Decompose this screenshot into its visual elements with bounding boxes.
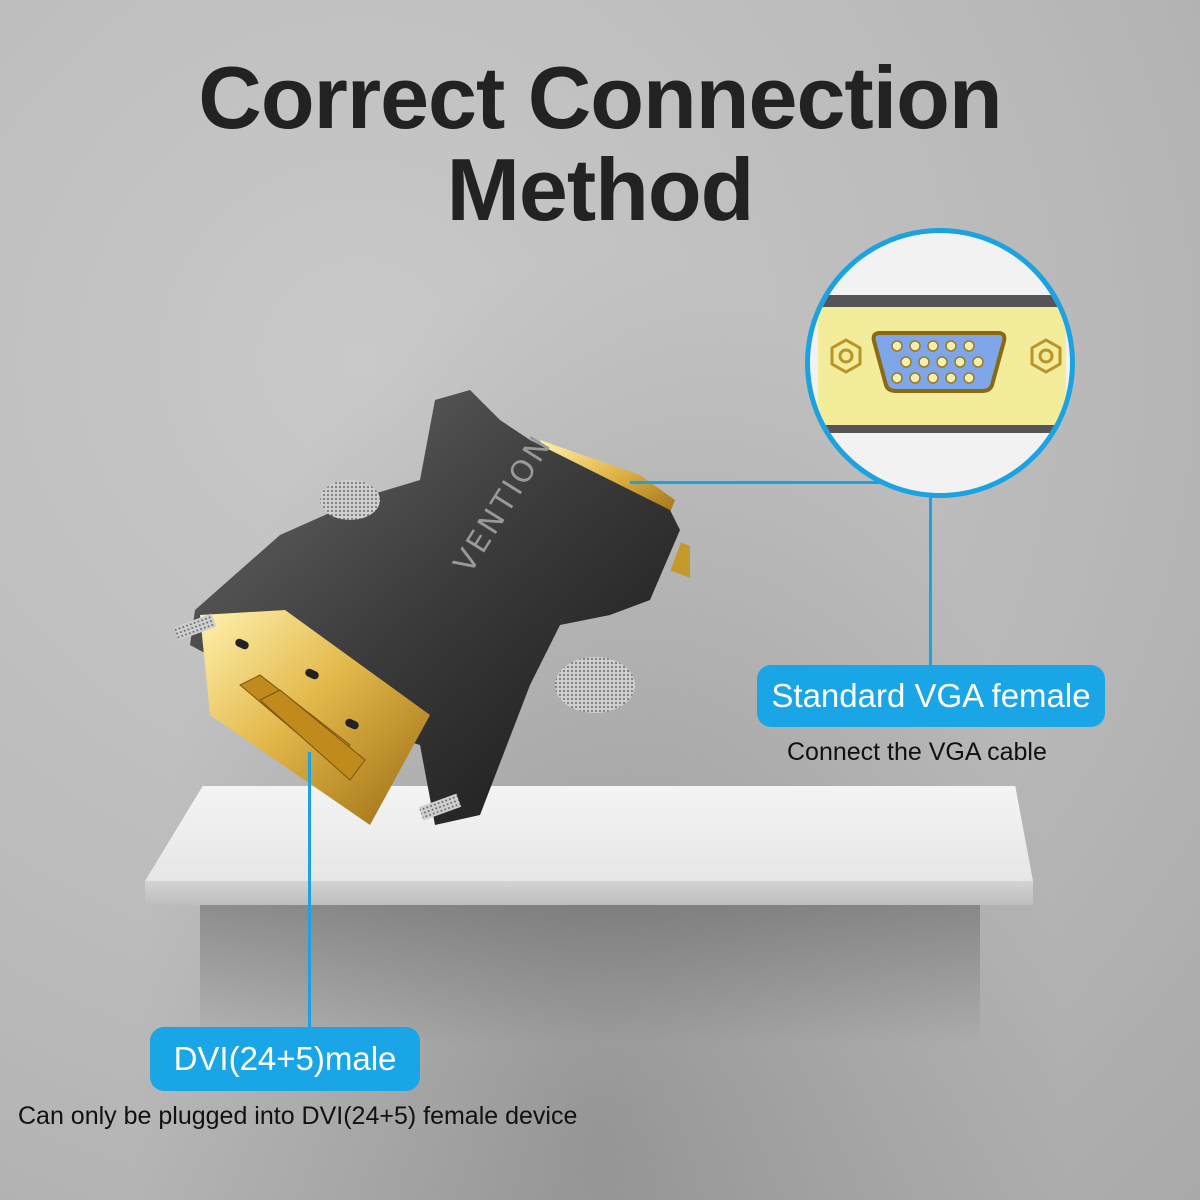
shelf-top	[145, 786, 1033, 881]
vga-callout-line-h	[630, 481, 940, 484]
title-line-1: Correct Connection	[198, 48, 1002, 147]
shelf-shadow	[200, 905, 980, 1045]
page-title: Correct Connection Method	[0, 52, 1200, 236]
title-line-2: Method	[446, 140, 755, 239]
dvi-callout-line	[308, 752, 311, 1029]
vga-female-badge: Standard VGA female	[757, 665, 1105, 727]
vga-callout-line-v	[929, 481, 932, 666]
dvi-vga-adapter-image: VENTION	[173, 390, 690, 825]
dvi-caption: Can only be plugged into DVI(24+5) femal…	[18, 1102, 578, 1130]
vga-caption: Connect the VGA cable	[787, 738, 1047, 766]
vga-port-icon	[810, 295, 1070, 433]
shelf-front	[145, 881, 1033, 905]
vga-port-zoom-circle	[805, 228, 1075, 498]
dvi-male-badge: DVI(24+5)male	[150, 1027, 420, 1091]
